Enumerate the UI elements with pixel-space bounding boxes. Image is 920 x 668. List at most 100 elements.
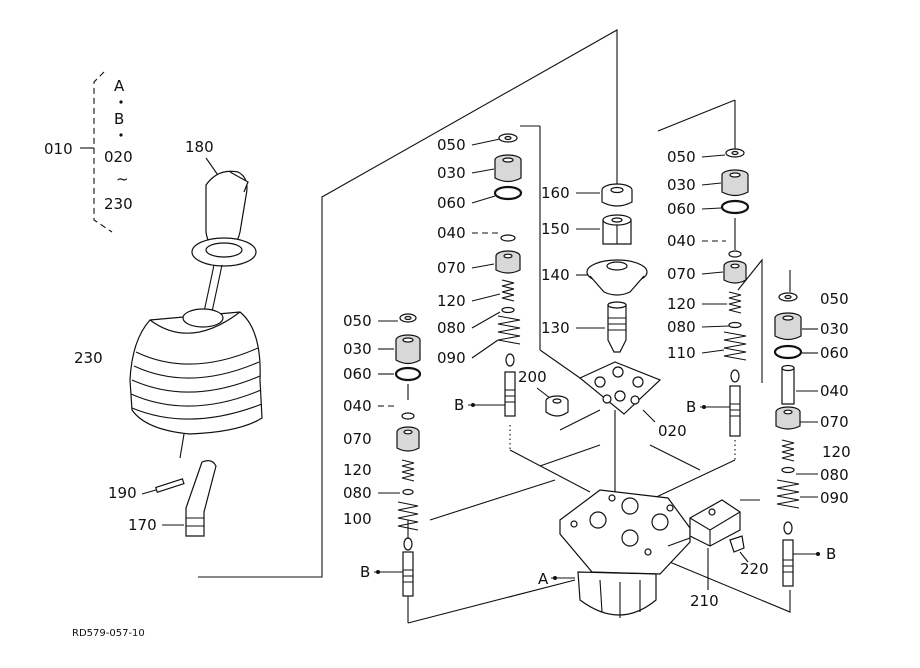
- perspective-frame: [198, 29, 791, 624]
- label-left-120: 120: [343, 461, 372, 479]
- part-left-050-hole: [404, 315, 412, 321]
- label-right1-080: 080: [667, 318, 696, 336]
- spool-mid-head: [505, 353, 515, 367]
- part-left-070-body: [396, 432, 420, 452]
- spool-right2-head: [783, 521, 793, 535]
- line-mid-to-body: [509, 449, 591, 493]
- part-right1-050-hole: [731, 150, 739, 156]
- label-right1-030: 030: [667, 176, 696, 194]
- frame-line-low: [429, 479, 556, 521]
- part-mid-070-hole: [503, 253, 513, 259]
- label-mid-060: 060: [437, 194, 466, 212]
- plug-200-hole: [552, 398, 562, 404]
- label-right1-110: 110: [667, 344, 696, 362]
- part-right2-050-hole: [784, 294, 792, 300]
- leader-right1-110: [701, 349, 725, 354]
- label-210: 210: [690, 592, 719, 610]
- plate-020-hole-3: [632, 376, 644, 388]
- connector-cable: [667, 537, 691, 547]
- label-ref-a: A: [538, 570, 549, 588]
- plate-020-hole-5: [602, 394, 612, 404]
- figure-code: RD579-057-10: [72, 628, 145, 639]
- label-right2-090: 090: [820, 489, 849, 507]
- joint-130-threads: [608, 317, 626, 331]
- plate-020-hole-1: [594, 376, 606, 388]
- label-130: 130: [541, 319, 570, 337]
- ring-right1-060: [720, 199, 750, 215]
- frame-line-plate-left: [559, 409, 601, 431]
- spool-right2-grooves: [783, 559, 793, 573]
- spring-mid-090: [497, 315, 521, 345]
- label-220: 220: [740, 560, 769, 578]
- label-020: 020: [658, 422, 687, 440]
- spring-left-100: [397, 501, 419, 531]
- frame-line-top-right: [657, 99, 736, 132]
- spring-right1-110: [723, 331, 747, 361]
- label-left-100: 100: [343, 510, 372, 528]
- leader-right1-030: [701, 182, 722, 186]
- label-left-040: 040: [343, 397, 372, 415]
- part-mid-030-body: [494, 160, 522, 183]
- plate-020-hole-4: [614, 390, 626, 402]
- label-right1-040: 040: [667, 232, 696, 250]
- leader-right1-080: [701, 325, 730, 328]
- part-right1-030-body: [721, 175, 749, 197]
- spool-right1-head: [730, 369, 740, 383]
- body-lower: [577, 571, 657, 616]
- part-right2-040-top: [781, 364, 795, 372]
- pin-190: [155, 478, 185, 493]
- spring-right2-090: [776, 479, 800, 509]
- label-right2-050: 050: [820, 290, 849, 308]
- label-right2-080: 080: [820, 466, 849, 484]
- boot-fold-5: [131, 403, 263, 420]
- leader-mid-090: [471, 339, 499, 359]
- boot-fold-1: [135, 347, 259, 365]
- spring-mid-120: [501, 279, 515, 302]
- label-160: 160: [541, 184, 570, 202]
- label-left-060: 060: [343, 365, 372, 383]
- center-column: 160 150 140 130 200 020: [518, 183, 687, 440]
- label-right2-070: 070: [820, 413, 849, 431]
- label-left-080: 080: [343, 484, 372, 502]
- leader-right1-060: [701, 207, 722, 210]
- boot-fold-2: [133, 361, 260, 379]
- ref-a-dot: [553, 576, 557, 580]
- body-bolt-3: [570, 520, 578, 528]
- lever-shaft-r: [211, 264, 223, 313]
- plug-220: [729, 535, 745, 553]
- frame-line-left: [198, 29, 618, 578]
- plate-020-hole-6: [630, 395, 640, 405]
- leader-mid-060: [471, 195, 496, 204]
- leader-mid-070: [471, 263, 495, 269]
- part-right1-030-hole: [729, 172, 741, 178]
- frame-line-mid-join: [539, 349, 581, 379]
- spring-right2-120: [781, 439, 795, 462]
- part-right2-070-body: [775, 412, 801, 430]
- plug-200-body: [545, 401, 569, 417]
- ring-right2-060: [773, 344, 803, 360]
- valve-body: A: [538, 489, 691, 618]
- stack-right2: 050 030 060 040 070 120 080 090 B: [773, 290, 851, 587]
- body-bore-1: [589, 511, 607, 529]
- stack-left: 050 030 060 040 070 120 080 100 B: [343, 312, 422, 610]
- knob-tab: [229, 171, 249, 193]
- label-mid-050: 050: [437, 136, 466, 154]
- label-mid-120: 120: [437, 292, 466, 310]
- spool-right2: [782, 539, 794, 587]
- spool-left-head: [403, 537, 413, 551]
- part-right1-040: [728, 250, 742, 258]
- boot-230: [129, 311, 263, 435]
- part-right2-040: [781, 367, 795, 405]
- mid-ref-b-dot: [471, 403, 475, 407]
- label-range-020: 020: [104, 148, 133, 166]
- body-bolt-4: [644, 548, 652, 556]
- connector-pin: [708, 508, 716, 516]
- left-ref-b-dot: [376, 570, 380, 574]
- label-180: 180: [185, 138, 214, 156]
- frame-line-bottom-right: [659, 557, 791, 613]
- group-010-bracket: 010 A B 020 ~ 230: [44, 71, 133, 233]
- label-left-030: 030: [343, 340, 372, 358]
- nut-160-body: [601, 190, 633, 207]
- label-230: 230: [74, 349, 103, 367]
